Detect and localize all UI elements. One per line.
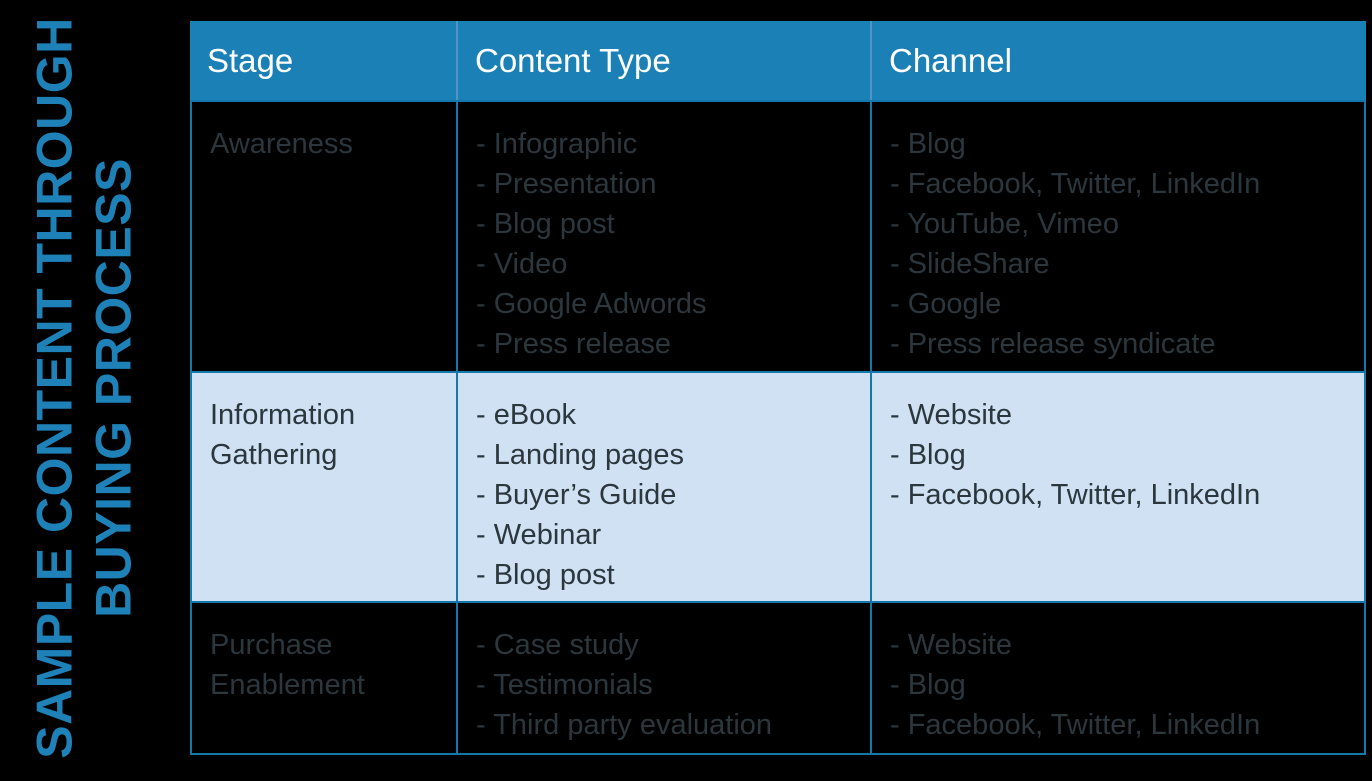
stage-label: Awareness [210,128,353,160]
list-item: - Google Adwords [476,288,707,320]
list-item: - Video [476,248,568,280]
list-item: - Webinar [476,519,602,551]
content-type-cell-awareness: - Infographic - Presentation - Blog post… [456,100,870,371]
list-item: - Blog post [476,208,615,240]
list-item: - Blog [890,128,966,160]
list-item: - Blog [890,669,966,701]
list-item: - Testimonials [476,669,653,701]
list-item: - Buyer’s Guide [476,479,677,511]
header-label-content-type: Content Type [475,41,671,79]
list-item: - Landing pages [476,439,684,471]
channel-cell-information-gathering: - Website - Blog - Facebook, Twitter, Li… [870,371,1366,601]
header-cell-content-type: Content Type [456,21,870,100]
stage-label: Information Gathering [210,399,356,471]
list-item: - eBook [476,399,576,431]
vertical-title: SAMPLE CONTENT THROUGH BUYING PROCESS [26,17,143,759]
header-label-channel: Channel [889,41,1012,79]
content-type-cell-purchase-enablement: - Case study - Testimonials - Third part… [456,601,870,755]
list-item: - SlideShare [890,248,1050,280]
stage-cell-purchase-enablement: Purchase Enablement [190,601,456,755]
list-item: - Facebook, Twitter, LinkedIn [890,709,1261,741]
stage-label: Purchase Enablement [210,629,365,701]
list-item: - Website [890,629,1012,661]
list-item: - Website [890,399,1012,431]
content-type-cell-information-gathering: - eBook - Landing pages - Buyer’s Guide … [456,371,870,601]
list-item: - Presentation [476,168,657,200]
list-item: - Infographic [476,128,638,160]
stage-cell-information-gathering: Information Gathering [190,371,456,601]
buying-process-table: Stage Content Type Channel Awareness - I… [190,21,1366,755]
channel-cell-awareness: - Blog - Facebook, Twitter, LinkedIn - Y… [870,100,1366,371]
list-item: - Third party evaluation [476,709,773,741]
list-item: - Facebook, Twitter, LinkedIn [890,479,1261,511]
channel-cell-purchase-enablement: - Website - Blog - Facebook, Twitter, Li… [870,601,1366,755]
list-item: - Google [890,288,1002,320]
list-item: - Blog post [476,559,615,591]
list-item: - Press release syndicate [890,328,1216,360]
header-cell-stage: Stage [190,21,456,100]
header-label-stage: Stage [207,41,294,79]
list-item: - Facebook, Twitter, LinkedIn [890,168,1261,200]
vertical-title-line1: SAMPLE CONTENT THROUGH [26,17,83,759]
vertical-title-line2: BUYING PROCESS [85,158,141,618]
list-item: - YouTube, Vimeo [890,208,1119,240]
header-cell-channel: Channel [870,21,1366,100]
stage-cell-awareness: Awareness [190,100,456,371]
list-item: - Press release [476,328,672,360]
list-item: - Case study [476,629,639,661]
list-item: - Blog [890,439,966,471]
